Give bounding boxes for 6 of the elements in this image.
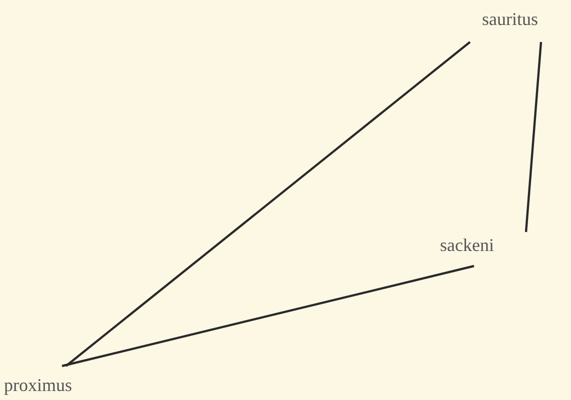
species-label: sackeni — [440, 236, 494, 254]
species-label: proximus — [4, 376, 72, 394]
connector-line — [524, 42, 542, 232]
connector-line — [65, 41, 471, 367]
connector-line — [62, 264, 474, 368]
species-label: sauritus — [482, 10, 538, 28]
